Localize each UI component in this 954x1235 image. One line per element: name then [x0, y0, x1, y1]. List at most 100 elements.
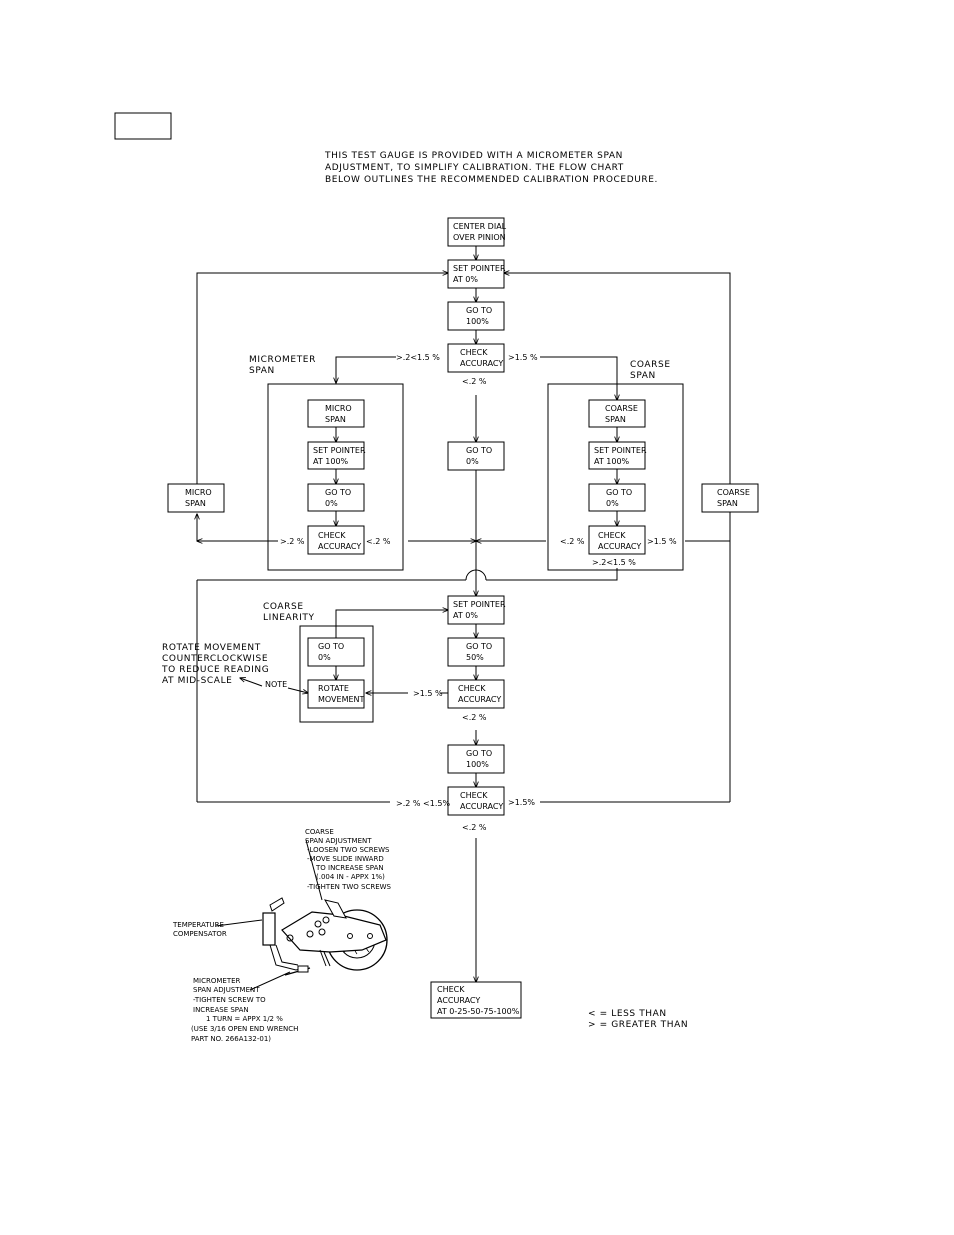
svg-text:-TIGHTEN TWO SCREWS: -TIGHTEN TWO SCREWS	[307, 883, 392, 891]
svg-text:CHECK: CHECK	[318, 531, 346, 540]
svg-text:SPAN ADJUSTMENT: SPAN ADJUSTMENT	[193, 986, 260, 994]
temperature-compensator-label: TEMPERATURE COMPENSATOR	[172, 921, 227, 938]
svg-text:ACCURACY: ACCURACY	[460, 359, 503, 368]
label-coarse-range: >.2<1.5 %	[592, 558, 636, 567]
svg-text:SPAN: SPAN	[605, 415, 626, 424]
svg-text:-TIGHTEN SCREW TO: -TIGHTEN SCREW TO	[193, 996, 266, 1004]
svg-text:ACCURACY: ACCURACY	[437, 996, 480, 1005]
label-mid-gt: >1.5 %	[413, 689, 443, 698]
box-micro-check-accuracy: CHECK ACCURACY	[307, 525, 365, 555]
box-go-to-50: GO TO 50%	[447, 637, 505, 667]
box-coarse-check-accuracy: CHECK ACCURACY	[588, 525, 646, 555]
svg-text:ROTATE: ROTATE	[318, 684, 349, 693]
svg-text:0%: 0%	[318, 653, 331, 662]
label-top-gt: >1.5 %	[508, 353, 538, 362]
svg-text:CENTER DIAL: CENTER DIAL	[453, 222, 507, 231]
svg-text:SET POINTER: SET POINTER	[313, 446, 366, 455]
svg-text:GO TO: GO TO	[466, 306, 492, 315]
svg-text:SET POINTER: SET POINTER	[453, 600, 506, 609]
svg-text:1 TURN = APPX 1/2 %: 1 TURN = APPX 1/2 %	[206, 1015, 283, 1023]
svg-text:50%: 50%	[466, 653, 484, 662]
box-set-pointer-0-mid: SET POINTER AT 0%	[447, 595, 506, 625]
svg-text:COARSE: COARSE	[717, 488, 750, 497]
svg-text:SET POINTER: SET POINTER	[453, 264, 506, 273]
svg-text:(.004 IN - APPX 1%): (.004 IN - APPX 1%)	[316, 873, 385, 881]
box-coarse-span-inner: COARSE SPAN	[588, 399, 646, 428]
box-micro-go-to-0: GO TO 0%	[307, 483, 365, 512]
legend-greater-than: > = GREATER THAN	[588, 1020, 688, 1030]
box-coarse-span-right: COARSE SPAN	[701, 483, 759, 513]
svg-text:ACCURACY: ACCURACY	[598, 542, 641, 551]
svg-text:0%: 0%	[325, 499, 338, 508]
svg-text:OVER PINION: OVER PINION	[453, 233, 506, 242]
label-micrometer-span-2: SPAN	[249, 366, 275, 376]
svg-text:CHECK: CHECK	[458, 684, 486, 693]
svg-text:ACCURACY: ACCURACY	[458, 695, 501, 704]
box-set-pointer-0-top: SET POINTER AT 0%	[447, 259, 506, 289]
box-coarse-go-to-0: GO TO 0%	[588, 483, 646, 512]
svg-text:COARSE: COARSE	[305, 828, 334, 836]
svg-text:SPAN: SPAN	[185, 499, 206, 508]
coarse-adjust-notes: COARSE SPAN ADJUSTMENT -LOOSEN TWO SCREW…	[305, 828, 392, 891]
label-lower-gt: >1.5%	[508, 798, 535, 807]
svg-text:INCREASE SPAN: INCREASE SPAN	[193, 1006, 249, 1014]
svg-text:-MOVE SLIDE INWARD: -MOVE SLIDE INWARD	[307, 855, 384, 863]
intro-line-2: ADJUSTMENT, TO SIMPLIFY CALIBRATION. THE…	[325, 163, 624, 173]
svg-text:SET POINTER: SET POINTER	[594, 446, 647, 455]
svg-text:100%: 100%	[466, 760, 489, 769]
svg-text:GO TO: GO TO	[318, 642, 344, 651]
page-tab-box	[114, 112, 172, 140]
rotate-note-2: COUNTERCLOCKWISE	[162, 654, 268, 664]
svg-text:CHECK: CHECK	[598, 531, 626, 540]
svg-text:GO TO: GO TO	[466, 446, 492, 455]
box-micro-span-inner: MICRO SPAN	[307, 399, 365, 428]
svg-text:GO TO: GO TO	[325, 488, 351, 497]
label-note: NOTE	[265, 680, 287, 689]
svg-text:GO TO: GO TO	[466, 642, 492, 651]
svg-text:SPAN: SPAN	[717, 499, 738, 508]
svg-text:MICRO: MICRO	[325, 404, 352, 413]
svg-text:ACCURACY: ACCURACY	[460, 802, 503, 811]
label-top-lt: <.2 %	[462, 377, 487, 386]
box-go-to-100-lower: GO TO 100%	[447, 744, 505, 774]
label-micro-lt: <.2 %	[366, 537, 391, 546]
intro-line-1: THIS TEST GAUGE IS PROVIDED WITH A MICRO…	[324, 151, 623, 161]
svg-text:AT 0%: AT 0%	[453, 275, 478, 284]
box-check-accuracy-top: CHECK ACCURACY	[447, 343, 505, 373]
label-micrometer-span-1: MICROMETER	[249, 355, 316, 365]
coarse-span-group	[547, 383, 684, 571]
svg-text:-LOOSEN TWO SCREWS: -LOOSEN TWO SCREWS	[307, 846, 390, 854]
svg-text:MOVEMENT: MOVEMENT	[318, 695, 365, 704]
box-micro-span-left: MICRO SPAN	[167, 483, 225, 513]
svg-text:MICRO: MICRO	[185, 488, 212, 497]
legend-less-than: < = LESS THAN	[588, 1009, 667, 1019]
svg-text:GO TO: GO TO	[466, 749, 492, 758]
label-mid-lt: <.2 %	[462, 713, 487, 722]
svg-text:MICROMETER: MICROMETER	[193, 977, 241, 985]
micrometer-span-group	[267, 383, 404, 571]
svg-text:SPAN ADJUSTMENT: SPAN ADJUSTMENT	[305, 837, 372, 845]
coarse-linearity-group	[299, 625, 374, 723]
connectors	[197, 246, 731, 982]
svg-text:TEMPERATURE: TEMPERATURE	[172, 921, 224, 929]
box-coarse-set-pointer-100: SET POINTER AT 100%	[588, 441, 647, 470]
rotate-note-1: ROTATE MOVEMENT	[162, 643, 261, 653]
intro-line-3: BELOW OUTLINES THE RECOMMENDED CALIBRATI…	[325, 175, 658, 185]
box-check-accuracy-final: CHECK ACCURACY AT 0-25-50-75-100%	[430, 981, 522, 1019]
label-top-range: >.2<1.5 %	[396, 353, 440, 362]
rotate-note-3: TO REDUCE READING	[161, 665, 269, 675]
svg-text:CHECK: CHECK	[437, 985, 465, 994]
label-lower-lt: <.2 %	[462, 823, 487, 832]
svg-text:COARSE: COARSE	[605, 404, 638, 413]
box-check-accuracy-lower: CHECK ACCURACY	[447, 786, 505, 816]
svg-text:CHECK: CHECK	[460, 791, 488, 800]
label-micro-gt: >.2 %	[280, 537, 305, 546]
box-linearity-go-to-0: GO TO 0%	[307, 637, 365, 667]
label-lower-range: >.2 % <1.5%	[396, 799, 450, 808]
box-go-to-100-top: GO TO 100%	[447, 301, 505, 331]
svg-text:AT 100%: AT 100%	[313, 457, 349, 466]
box-micro-set-pointer-100: SET POINTER AT 100%	[307, 441, 366, 470]
micrometer-adjust-notes: MICROMETER SPAN ADJUSTMENT -TIGHTEN SCRE…	[191, 977, 298, 1043]
svg-text:100%: 100%	[466, 317, 489, 326]
